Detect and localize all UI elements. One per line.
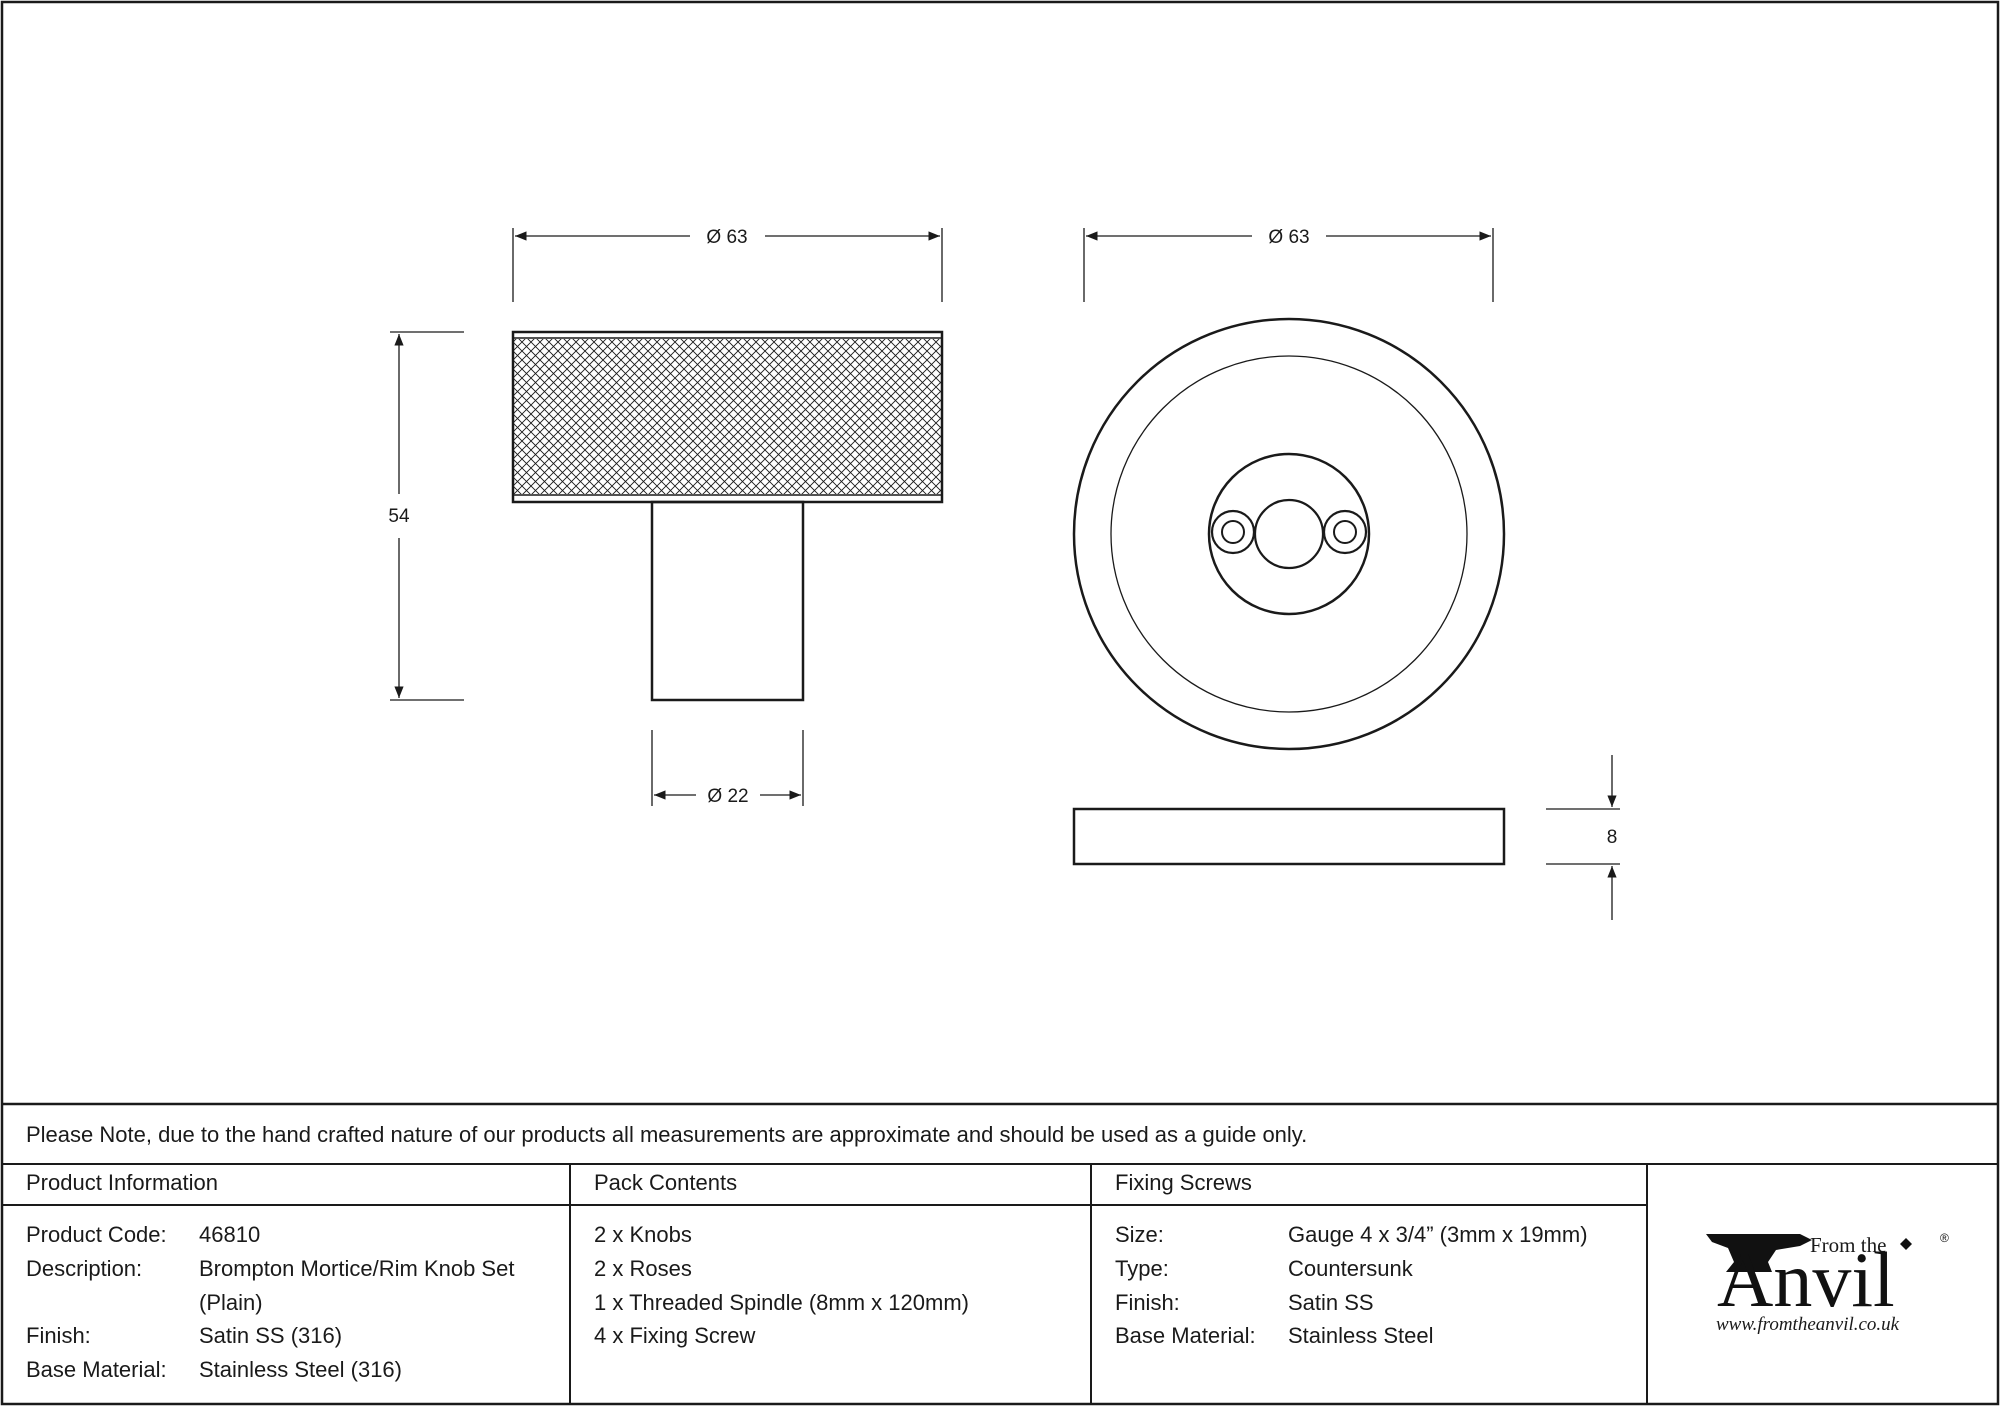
knob-side-view (511, 330, 944, 702)
footer-table: Please Note, due to the hand crafted nat… (2, 1102, 1998, 1404)
screw-type-value: Countersunk (1288, 1256, 1414, 1281)
description-value: Brompton Mortice/Rim Knob Set (199, 1256, 514, 1281)
product-information-heading: Product Information (26, 1170, 218, 1195)
logo-registered-mark: ® (1940, 1231, 1949, 1245)
rose-inner-circle (1110, 355, 1468, 713)
pack-contents-item: 2 x Roses (594, 1256, 692, 1281)
dimension-label-knob-height: 54 (388, 506, 410, 527)
screw-hole-right-inner (1333, 520, 1357, 544)
logo-website-url: www.fromtheanvil.co.uk (1716, 1314, 1900, 1335)
screw-type-label: Type: (1115, 1256, 1169, 1281)
dimension-knob-height: 54 (388, 331, 464, 701)
screw-hole-right-outer (1322, 509, 1368, 555)
base-material-value: Stainless Steel (316) (199, 1357, 402, 1382)
description-value-line2: (Plain) (199, 1290, 263, 1315)
screw-finish-label: Finish: (1115, 1290, 1180, 1315)
screw-size-label: Size: (1115, 1222, 1164, 1247)
pack-contents-item: 4 x Fixing Screw (594, 1323, 755, 1348)
knob-spindle-neck (650, 500, 805, 702)
dimension-spindle-diameter: Ø 22 (651, 730, 804, 807)
knurled-grip-pattern (514, 339, 941, 494)
rose-boss-circle (1207, 452, 1371, 616)
dimension-knob-diameter: Ø 63 (512, 227, 943, 302)
screw-hole-left-outer (1210, 509, 1256, 555)
pack-contents-heading: Pack Contents (594, 1170, 737, 1195)
measurement-note: Please Note, due to the hand crafted nat… (26, 1122, 1307, 1147)
finish-label: Finish: (26, 1323, 91, 1348)
dimension-label-rose-diameter: Ø 63 (1268, 227, 1309, 248)
finish-value: Satin SS (316) (199, 1323, 342, 1348)
screw-hole-left-inner (1221, 520, 1245, 544)
dimension-label-spindle-diameter: Ø 22 (707, 786, 748, 807)
from-the-anvil-logo: From the ® Anvil www.fromtheanvil.co.uk (1706, 1231, 1949, 1335)
logo-from-the: From the (1810, 1233, 1886, 1257)
pack-contents-item: 2 x Knobs (594, 1222, 692, 1247)
product-code-label: Product Code: (26, 1222, 167, 1247)
dimension-label-knob-diameter: Ø 63 (706, 227, 747, 248)
rose-side-view (1072, 807, 1506, 866)
logo-anvil-wordmark: Anvil (1717, 1236, 1895, 1323)
anvil-icon (1706, 1234, 1812, 1272)
screw-size-value: Gauge 4 x 3/4” (3mm x 19mm) (1288, 1222, 1588, 1247)
product-code-value: 46810 (199, 1222, 260, 1247)
base-material-label: Base Material: (26, 1357, 167, 1382)
dimension-rose-diameter: Ø 63 (1083, 227, 1494, 302)
fixing-screws-heading: Fixing Screws (1115, 1170, 1252, 1195)
pack-contents-item: 1 x Threaded Spindle (8mm x 120mm) (594, 1290, 969, 1315)
spindle-hole (1253, 498, 1325, 570)
screw-finish-value: Satin SS (1288, 1290, 1374, 1315)
rose-front-view (1072, 317, 1506, 751)
logo-diamond (1900, 1238, 1912, 1250)
dimension-rose-thickness: 8 (1546, 755, 1620, 920)
screw-material-label: Base Material: (1115, 1323, 1256, 1348)
rose-outer-circle (1072, 317, 1506, 751)
dimension-label-rose-thickness: 8 (1607, 827, 1618, 848)
description-label: Description: (26, 1256, 142, 1281)
screw-material-value: Stainless Steel (1288, 1323, 1434, 1348)
